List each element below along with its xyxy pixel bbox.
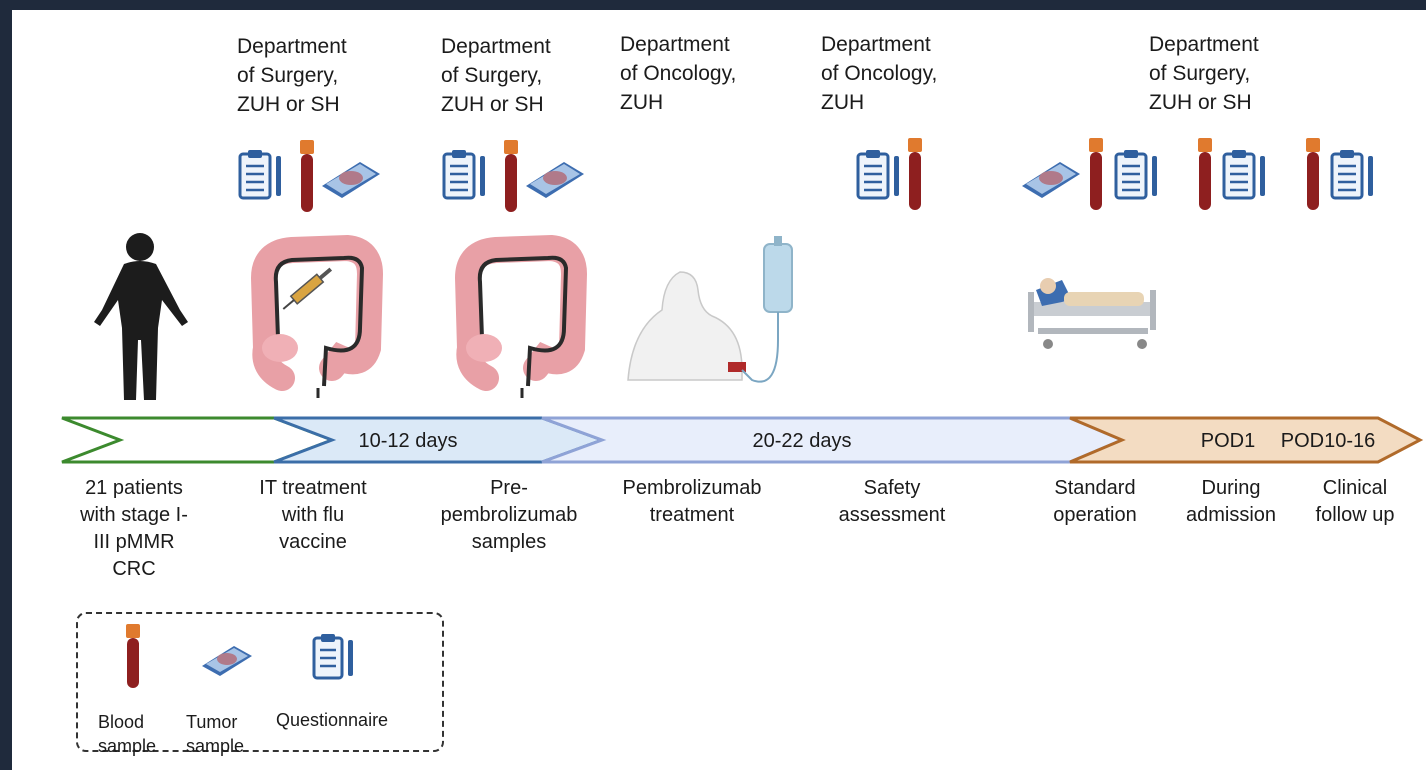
step-label: IT treatment with flu vaccine bbox=[259, 477, 367, 553]
legend-label-tumor: Tumor sample bbox=[186, 712, 245, 756]
legend-icons bbox=[126, 624, 353, 688]
questionnaire-icon bbox=[312, 634, 353, 680]
timeline-segment-4 bbox=[1069, 416, 1424, 464]
legend-label-blood: Blood sample bbox=[98, 712, 157, 756]
department-label: Department of Oncology, ZUH bbox=[620, 33, 737, 114]
hospital-bed-icon bbox=[1028, 278, 1156, 349]
blood-tube-icon bbox=[126, 624, 140, 688]
tumor-sample-icon bbox=[202, 646, 252, 676]
timeline-duration-label: 20-22 days bbox=[753, 430, 852, 452]
colon-icon bbox=[454, 234, 588, 398]
timeline-duration-label: 10-12 days bbox=[359, 430, 458, 452]
sample-icons-layer bbox=[94, 138, 1375, 400]
step-label: Safety assessment bbox=[838, 477, 946, 526]
iv-infusion-icon bbox=[627, 236, 793, 383]
timeline: 10-12 days 20-22 days POD1 POD10-16 bbox=[61, 416, 1424, 464]
timeline-pod-label: POD1 bbox=[1201, 430, 1255, 452]
department-label: Department of Oncology, ZUH bbox=[821, 33, 938, 114]
step-label: Pre- pembrolizumab samples bbox=[440, 477, 578, 553]
department-label: Department of Surgery, ZUH or SH bbox=[237, 35, 347, 116]
legend: Blood sample Tumor sample Questionnaire bbox=[76, 612, 444, 756]
patient-silhouette-icon bbox=[94, 233, 188, 400]
colon-icon bbox=[250, 234, 384, 398]
step-label: Clinical follow up bbox=[1315, 477, 1395, 526]
study-design-diagram: Department of Surgery, ZUH or SH Departm… bbox=[12, 10, 1426, 770]
department-label: Department of Surgery, ZUH or SH bbox=[1149, 33, 1259, 114]
step-label: During admission bbox=[1185, 477, 1277, 526]
step-label: Pembrolizumab treatment bbox=[622, 477, 762, 526]
department-label: Department of Surgery, ZUH or SH bbox=[441, 35, 551, 116]
timeline-pod-label: POD10-16 bbox=[1281, 430, 1376, 452]
legend-label-questionnaire: Questionnaire bbox=[276, 710, 389, 730]
step-label: 21 patients with stage I- III pMMR CRC bbox=[80, 477, 188, 580]
syringe-icon bbox=[282, 267, 333, 310]
step-label: Standard operation bbox=[1053, 477, 1137, 526]
